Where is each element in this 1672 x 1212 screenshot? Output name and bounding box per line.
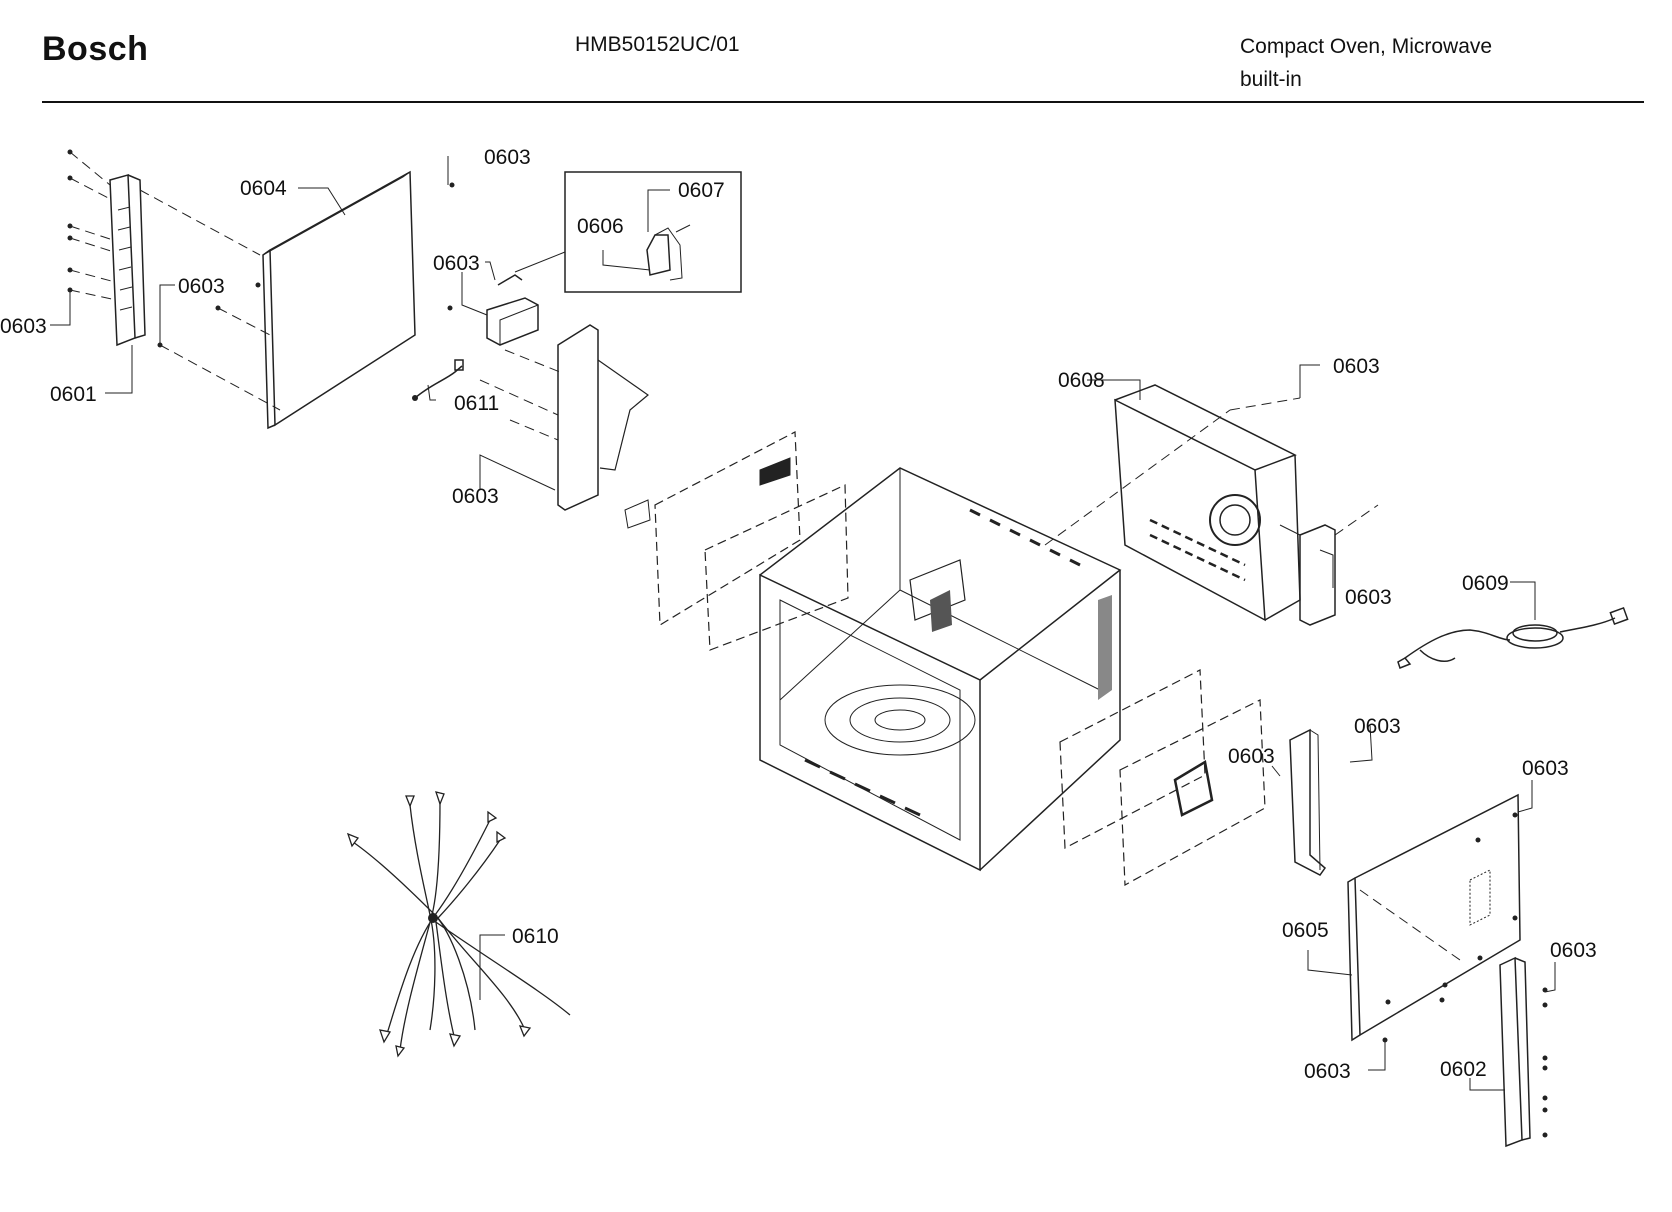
callout-0603: 0603 bbox=[1304, 1060, 1351, 1083]
callout-0603: 0603 bbox=[0, 315, 47, 338]
callout-0607: 0607 bbox=[678, 179, 725, 202]
description-line-1: Compact Oven, Microwave bbox=[1240, 35, 1493, 58]
leader-lines bbox=[50, 156, 1556, 1091]
callout-labels: 0603 0604 0603 0603 0601 0603 0606 0607 … bbox=[0, 146, 1597, 1083]
callout-0606: 0606 bbox=[577, 215, 624, 238]
brand-name: Bosch bbox=[42, 30, 149, 68]
callout-0611: 0611 bbox=[454, 392, 499, 415]
description-line-2: built-in bbox=[1240, 68, 1302, 91]
part-bracket-block bbox=[486, 274, 539, 346]
callout-0601: 0601 bbox=[50, 383, 97, 406]
model-number: HMB50152UC/01 bbox=[575, 33, 740, 56]
callout-0608: 0608 bbox=[1058, 369, 1105, 392]
part-0604-side-panel bbox=[157, 170, 455, 430]
part-0608-back-frame bbox=[1044, 384, 1301, 622]
part-0610-wire-harness bbox=[346, 791, 571, 1058]
part-circuit-board-left bbox=[759, 457, 791, 486]
callout-0603: 0603 bbox=[178, 275, 225, 298]
callout-0603: 0603 bbox=[1522, 757, 1569, 780]
part-dashed-panels-left bbox=[654, 431, 849, 651]
part-0609-power-cord bbox=[1397, 607, 1629, 669]
callout-0604: 0604 bbox=[240, 177, 287, 200]
part-dashed-panels-right bbox=[1059, 669, 1266, 886]
part-oven-cavity bbox=[759, 467, 1122, 872]
callout-0603: 0603 bbox=[1354, 715, 1401, 738]
part-control-bracket bbox=[479, 324, 651, 529]
part-0602-right-rail bbox=[1499, 956, 1548, 1148]
callout-0610: 0610 bbox=[512, 925, 559, 948]
callout-0603: 0603 bbox=[1333, 355, 1380, 378]
callout-0605: 0605 bbox=[1282, 919, 1329, 942]
callout-0603: 0603 bbox=[452, 485, 499, 508]
callout-0603: 0603 bbox=[1345, 586, 1392, 609]
part-0605-right-side-panel bbox=[1347, 793, 1521, 1043]
inset-detail-box bbox=[514, 171, 742, 293]
part-0611-wire bbox=[412, 359, 464, 401]
callout-0603: 0603 bbox=[1550, 939, 1597, 962]
callout-0609: 0609 bbox=[1462, 572, 1509, 595]
header-divider bbox=[42, 101, 1644, 103]
part-side-duct bbox=[1279, 504, 1379, 626]
part-circuit-board-right bbox=[1173, 760, 1214, 817]
callout-0603: 0603 bbox=[1228, 745, 1275, 768]
callout-0603: 0603 bbox=[433, 252, 480, 275]
part-0601-left-rail bbox=[67, 149, 261, 347]
callout-0603: 0603 bbox=[484, 146, 531, 169]
part-right-bracket bbox=[1289, 728, 1327, 876]
callout-0602: 0602 bbox=[1440, 1058, 1487, 1081]
product-description: Compact Oven, Microwave built-in bbox=[1240, 30, 1492, 96]
